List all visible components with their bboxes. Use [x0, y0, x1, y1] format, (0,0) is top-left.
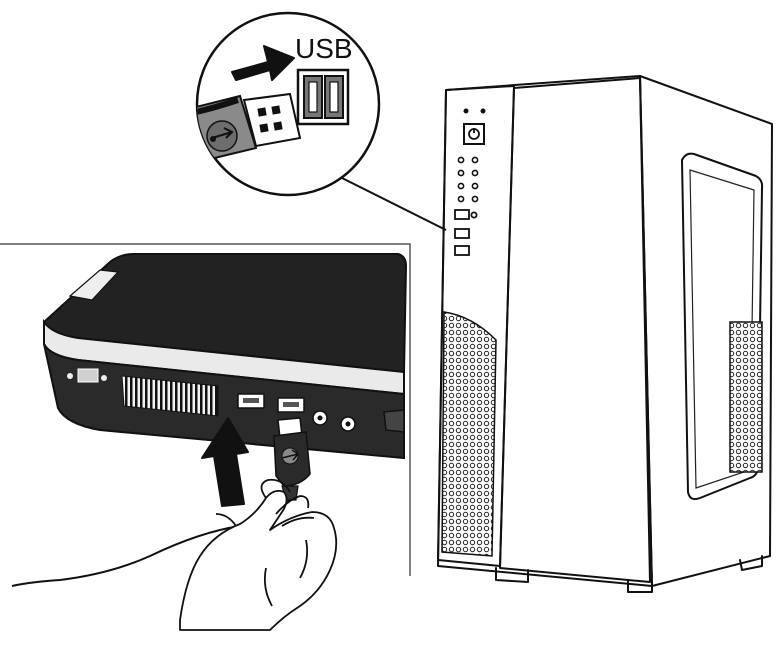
usb-port-icon [296, 68, 350, 126]
vga-port [67, 368, 107, 383]
hdd-led [480, 108, 486, 114]
usb-label: USB [295, 33, 353, 64]
laptop-vent [121, 375, 219, 417]
desktop-tower [437, 75, 773, 593]
arrow-right-icon [231, 45, 295, 81]
laptop-usb-ports[interactable] [237, 393, 305, 413]
power-led [463, 108, 469, 114]
front-mesh-grille [441, 311, 497, 557]
front-usb-ports[interactable] [454, 209, 478, 256]
side-vent-grille [729, 321, 763, 473]
usb-callout: USB [195, 11, 381, 197]
front-panel-dot-grid [457, 156, 479, 203]
audio-jacks [312, 410, 356, 432]
hand-icon [179, 478, 338, 631]
usb-plug-in-hand [273, 417, 311, 501]
laptop-inset [0, 243, 411, 631]
arrow-up-icon [201, 417, 249, 507]
laptop-base [43, 343, 405, 460]
power-button[interactable] [463, 123, 485, 145]
